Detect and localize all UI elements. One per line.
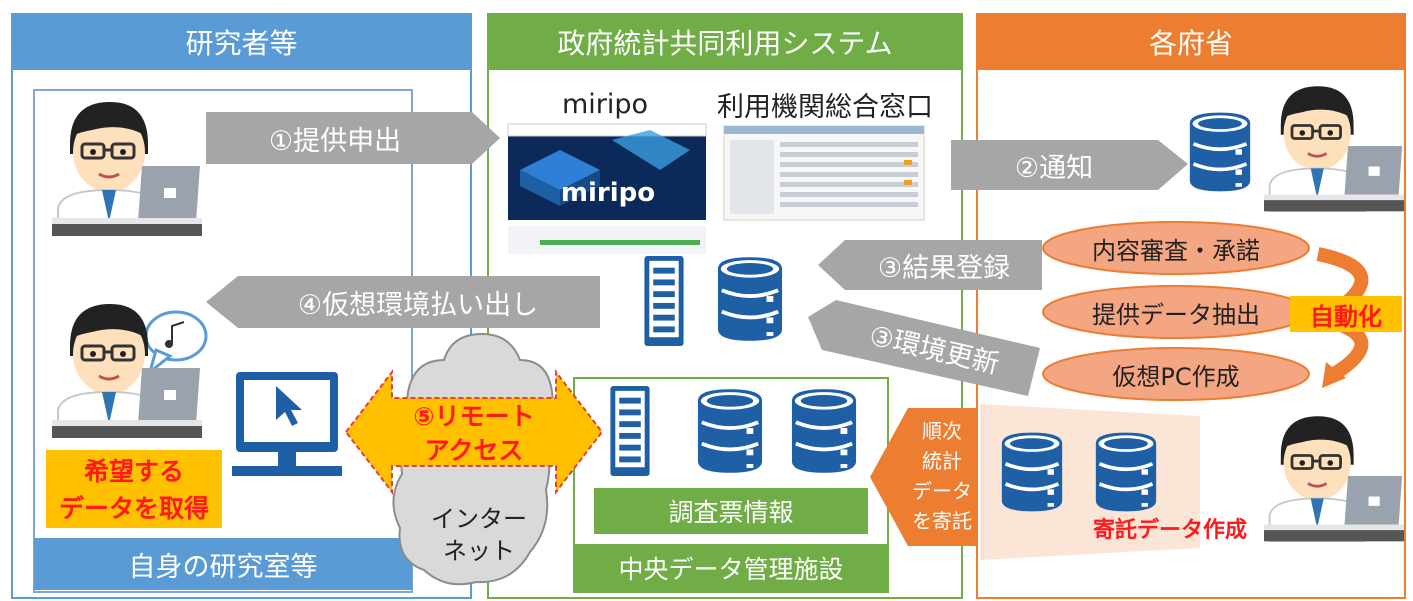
acquire-label-line2: データを取得 — [58, 494, 209, 523]
step5-arrow — [344, 369, 604, 495]
step3a-arrow — [818, 240, 1042, 290]
process-item-3: 仮想PC作成 — [1112, 362, 1240, 391]
ministries-header-bg — [977, 14, 1405, 70]
internet-label-line2: ネット — [443, 536, 515, 565]
process-ellipse — [1042, 221, 1310, 275]
survey-info-bg — [594, 488, 868, 534]
process-item-1: 内容審査・承諾 — [1092, 236, 1260, 265]
step4-arrow — [206, 276, 600, 328]
step5-label-line1: ⑤リモート — [413, 402, 535, 431]
lab-label-bg — [34, 538, 412, 590]
miripo-screenshot — [507, 123, 707, 254]
entrust-line-3: データ — [912, 478, 972, 503]
portal-screenshot — [723, 125, 925, 221]
acquire-bg — [46, 450, 222, 528]
researcher-title: 研究者等 — [185, 27, 298, 60]
step3a-label: ③結果登録 — [877, 252, 1011, 284]
process-item-2: 提供データ抽出 — [1092, 300, 1260, 329]
database-icon — [1188, 110, 1252, 194]
step1-arrow — [206, 112, 500, 164]
database-icon — [696, 387, 764, 475]
survey-info-label: 調査票情報 — [668, 498, 794, 527]
internet-label-line1: インター — [431, 504, 527, 533]
step5-label-line2: アクセス — [424, 436, 524, 465]
database-icon — [716, 255, 784, 343]
database-icon — [1000, 430, 1064, 514]
server-icon — [644, 255, 684, 347]
portal-label: 利用機関総合窓口 — [717, 91, 933, 123]
system-header-bg — [488, 14, 962, 70]
researcher-header-bg — [12, 14, 471, 70]
step4-label: ④仮想環境払い出し — [297, 289, 539, 321]
entrust-create-label: 寄託データ作成 — [1092, 518, 1247, 543]
database-icon — [1094, 430, 1158, 514]
speech-bubble-icon — [144, 310, 208, 377]
process-ellipse — [1042, 347, 1310, 401]
monitor-cursor-icon — [232, 372, 342, 476]
step2-label: ②通知 — [1014, 152, 1094, 184]
lab-label: 自身の研究室等 — [128, 551, 318, 583]
acquire-label-line1: 希望する — [83, 457, 184, 486]
step1-label: ①提供申出 — [268, 125, 402, 157]
automation-label: 自動化 — [1310, 302, 1382, 331]
database-icon — [790, 387, 858, 475]
entrust-arrow — [870, 408, 978, 546]
entrust-line-4: を寄託 — [912, 508, 972, 533]
miripo-logo-text: miripo — [560, 178, 656, 208]
automation-badge-bg — [1290, 296, 1402, 332]
entrust-line-2: 統計 — [922, 448, 962, 473]
central-facility-label: 中央データ管理施設 — [618, 555, 844, 584]
miripo-label: miripo — [561, 88, 649, 120]
step3b-arrow — [808, 300, 1040, 396]
server-icon — [610, 385, 650, 477]
ministries-title: 各府省 — [1148, 27, 1233, 60]
system-title: 政府統計共同利用システム — [557, 27, 893, 60]
central-facility-label-bg — [574, 544, 888, 592]
entrust-line-1: 順次 — [922, 418, 962, 443]
step2-arrow — [951, 140, 1188, 190]
